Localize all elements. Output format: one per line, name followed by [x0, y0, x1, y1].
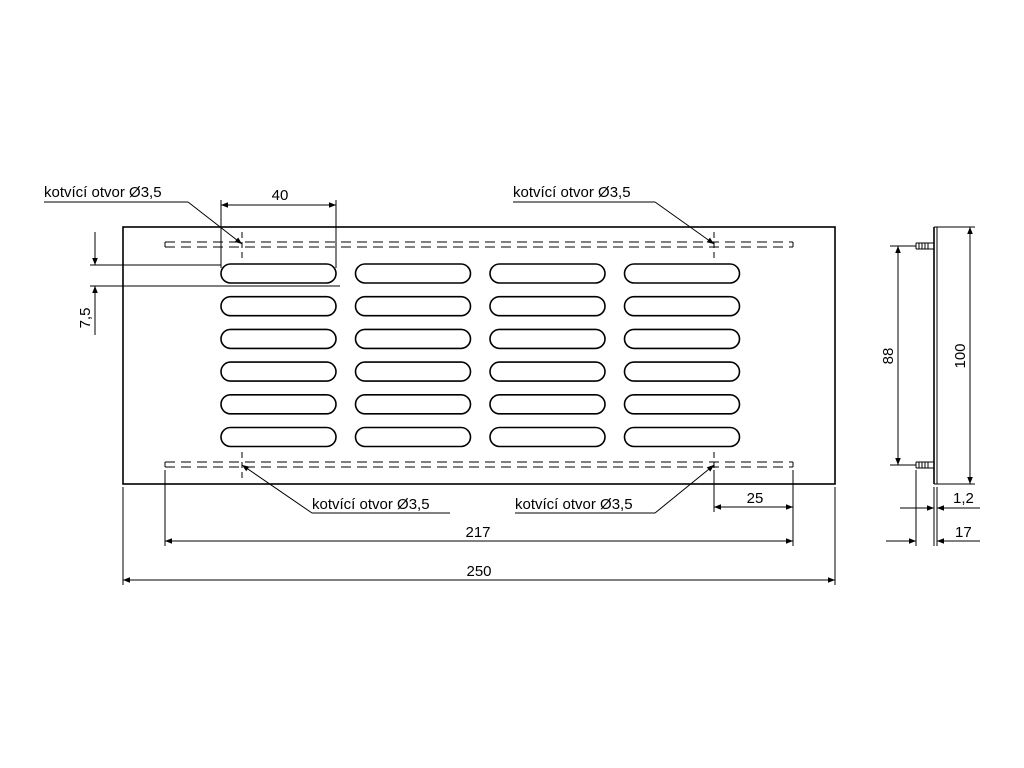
leader-top-left — [187, 201, 243, 245]
dimension-total-height: 100 — [937, 226, 975, 485]
dimension-offset-label: 7,5 — [77, 308, 94, 329]
ventilation-slot — [623, 263, 741, 284]
dimension-thickness: 1,2 — [900, 487, 980, 546]
dimension-total-height-label: 100 — [952, 343, 969, 368]
ventilation-slot — [354, 295, 472, 317]
leader-bottom-right — [654, 464, 715, 514]
dimension-slot-pitch-label: 40 — [272, 187, 289, 204]
ventilation-slot — [623, 426, 741, 448]
dimension-thickness-label: 1,2 — [953, 490, 974, 507]
dimension-total-length-label: 250 — [466, 563, 491, 580]
dimension-edge-offset: 25 — [713, 470, 794, 512]
dimension-depth: 17 — [886, 470, 980, 546]
ventilation-slot — [220, 263, 337, 284]
hidden-rail-bottom — [164, 461, 794, 468]
anchor-label-top-left: kotvící otvor Ø3,5 — [44, 184, 162, 201]
dimension-total-length: 250 — [122, 487, 836, 585]
grille-plate-outline — [122, 226, 836, 485]
ventilation-slot — [489, 328, 606, 350]
dimension-inner-height: 88 — [880, 245, 916, 466]
anchor-label-bottom-left: kotvící otvor Ø3,5 — [312, 496, 430, 513]
ventilation-slot — [623, 361, 741, 382]
ventilation-slot — [354, 426, 472, 448]
dimension-hole-spacing: 217 — [164, 470, 794, 546]
dimension-slot-pitch: 40 — [220, 187, 337, 268]
ventilation-slot — [220, 393, 337, 415]
leader-top-right — [654, 201, 715, 245]
ventilation-slot — [354, 393, 472, 415]
ventilation-slot — [220, 426, 337, 448]
ventilation-slot — [623, 393, 741, 415]
ventilation-slots — [220, 263, 741, 448]
anchor-label-bottom-right: kotvící otvor Ø3,5 — [515, 496, 633, 513]
ventilation-slot — [489, 263, 606, 284]
ventilation-slot — [220, 295, 337, 317]
ventilation-slot — [489, 426, 606, 448]
ventilation-slot — [220, 328, 337, 350]
dimension-edge-offset-label: 25 — [747, 490, 764, 507]
dimension-depth-label: 17 — [955, 524, 972, 541]
ventilation-slot — [489, 393, 606, 415]
ventilation-slot — [489, 361, 606, 382]
ventilation-slot — [489, 295, 606, 317]
hidden-rail-top — [164, 241, 794, 248]
ventilation-slot — [623, 328, 741, 350]
leader-bottom-left — [241, 464, 313, 514]
side-view — [915, 226, 938, 485]
dimension-inner-height-label: 88 — [880, 348, 897, 365]
dimension-hole-spacing-label: 217 — [465, 524, 490, 541]
ventilation-slot — [354, 361, 472, 382]
ventilation-slot — [623, 295, 741, 317]
ventilation-slot — [354, 263, 472, 284]
ventilation-slot — [354, 328, 472, 350]
anchor-label-top-right: kotvící otvor Ø3,5 — [513, 184, 631, 201]
ventilation-slot — [220, 361, 337, 382]
dimension-offset: 7,5 — [77, 232, 340, 335]
